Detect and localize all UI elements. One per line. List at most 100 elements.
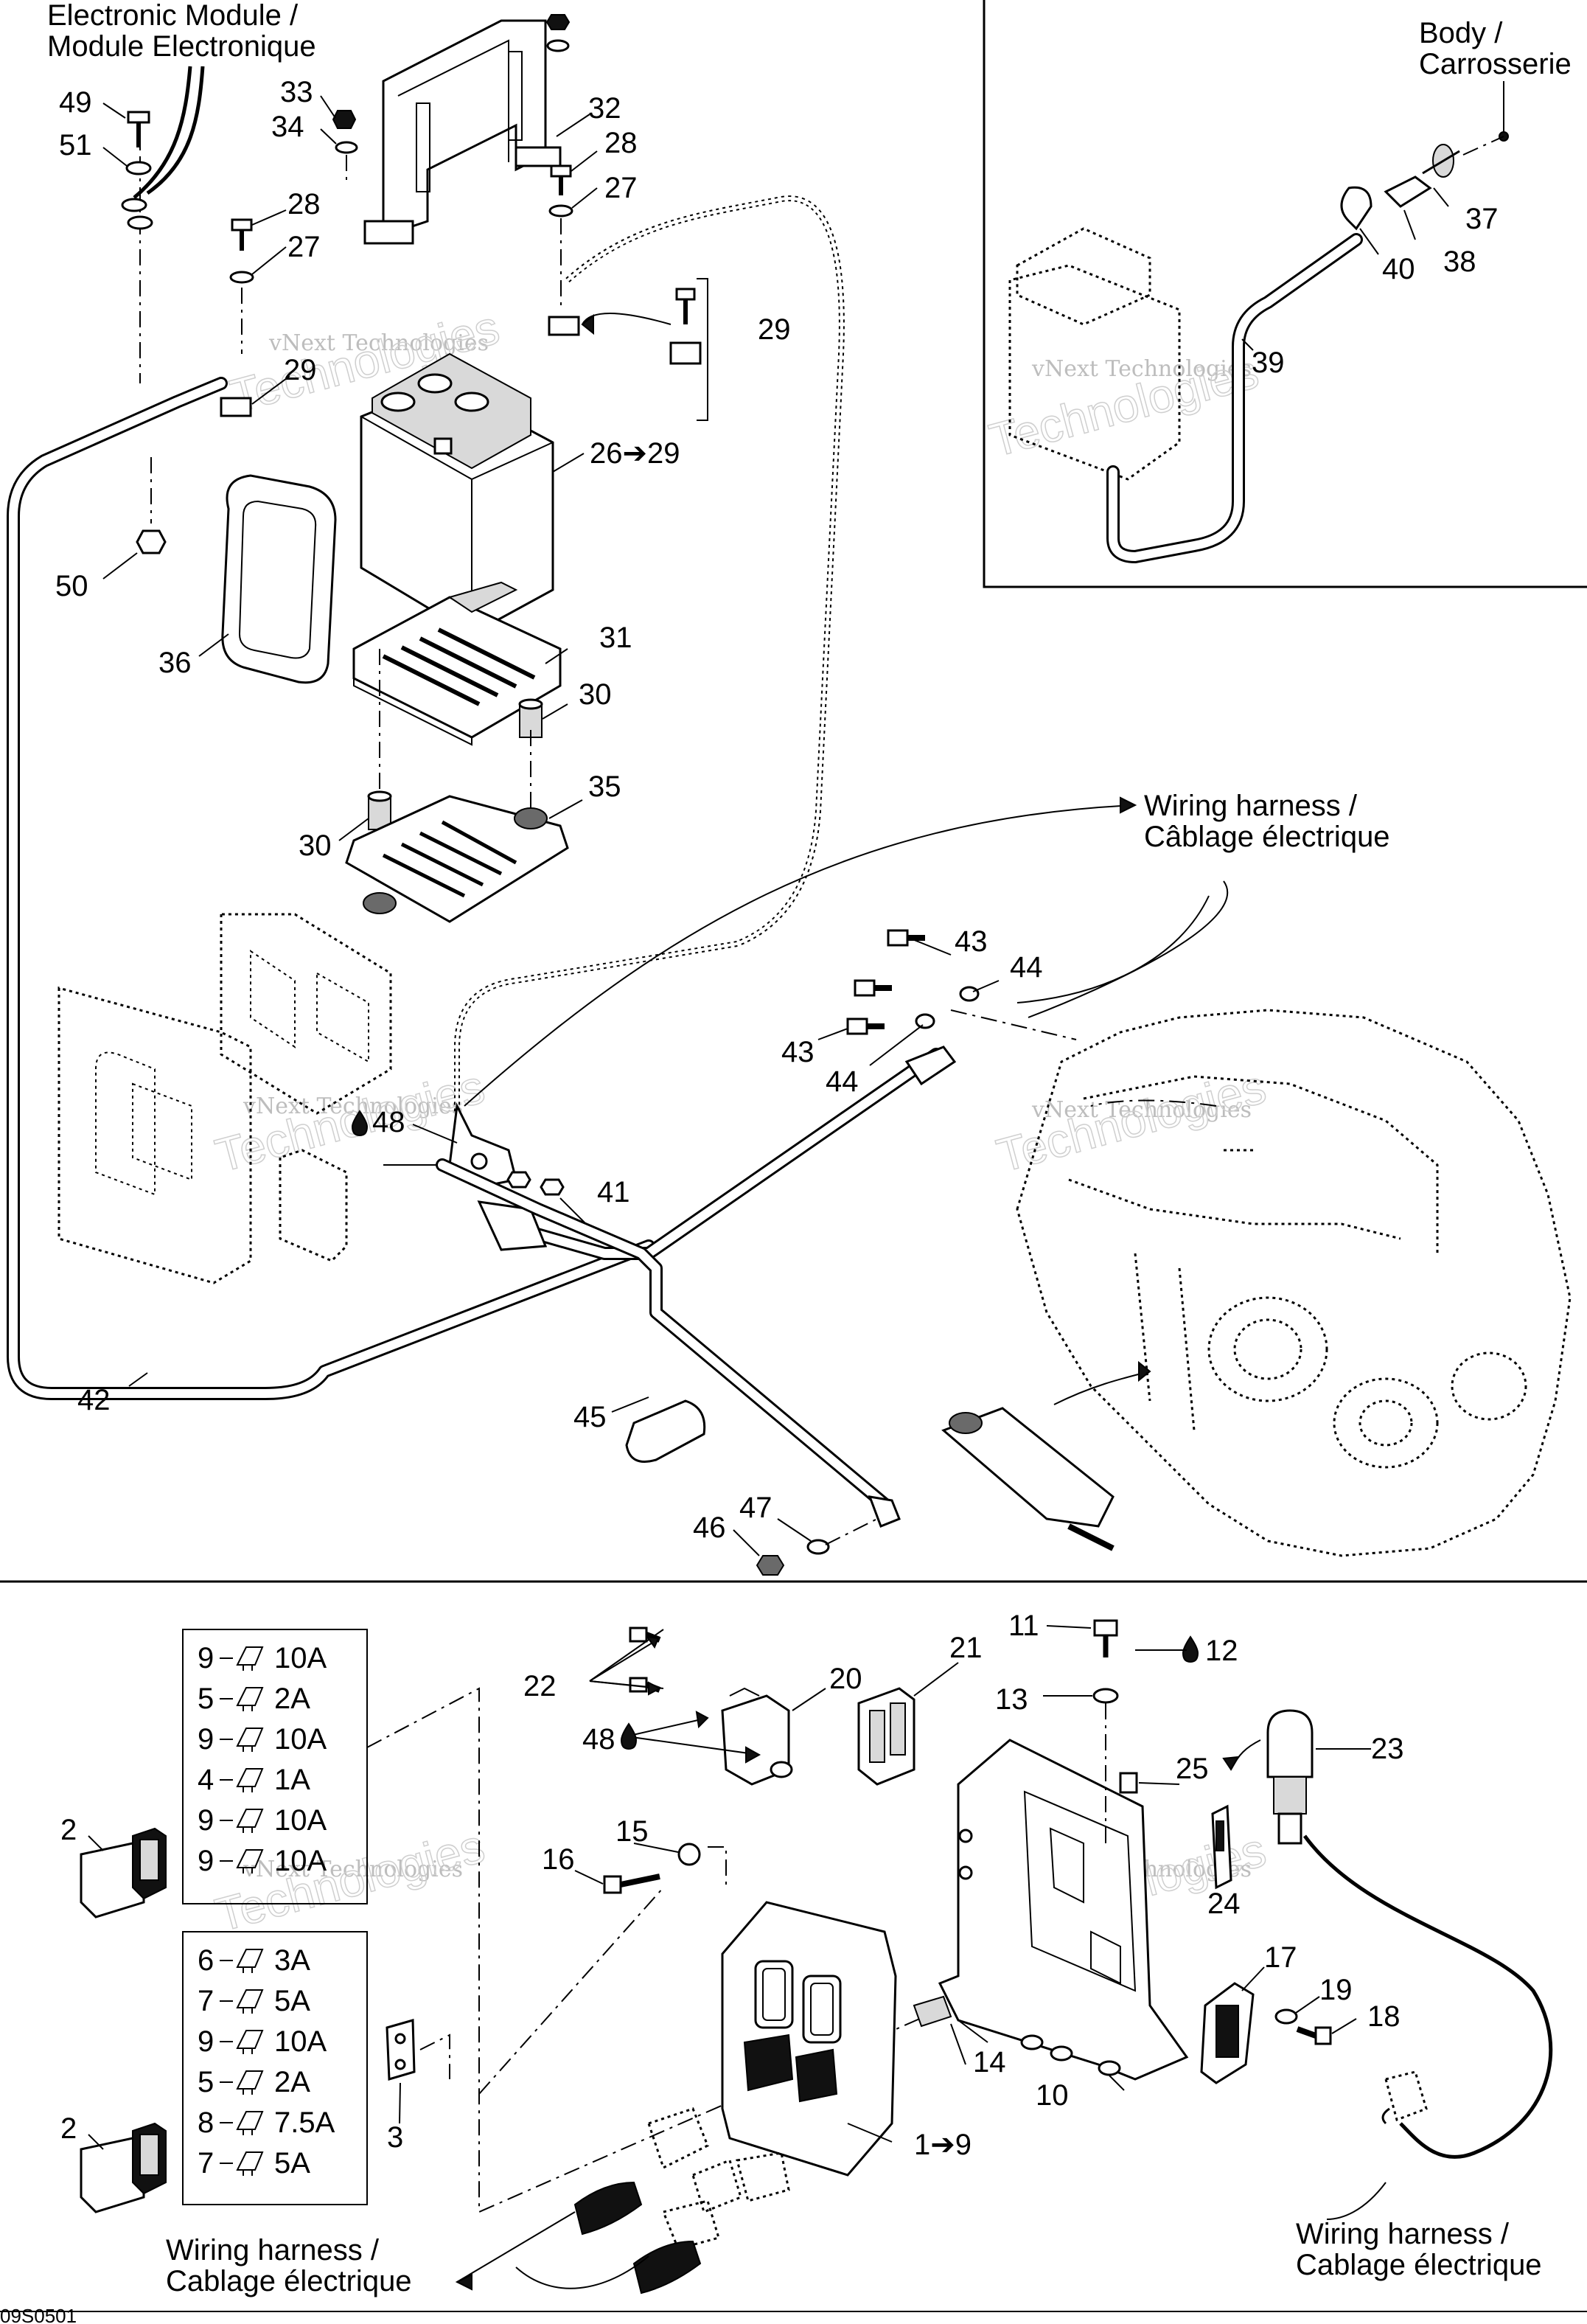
- callout-10: 10: [1036, 2079, 1069, 2112]
- fuse-position: 9: [198, 1642, 214, 1674]
- svg-text:vNext Technologies: vNext Technologies: [243, 1093, 463, 1119]
- svg-text:vNext Technologies: vNext Technologies: [1031, 356, 1252, 382]
- fuse-icon: [236, 1768, 264, 1792]
- callout-43-upper: 43: [955, 925, 988, 958]
- washer-19: [1274, 2008, 1298, 2025]
- callout-22: 22: [523, 1670, 557, 1702]
- inset-frame: [983, 0, 1587, 588]
- ring-terminals: [121, 198, 153, 230]
- callout-19: 19: [1319, 1974, 1353, 2006]
- callout-37: 37: [1465, 203, 1499, 235]
- fuse-icon: [236, 1687, 264, 1711]
- callout-35: 35: [588, 770, 621, 803]
- fuse-table-1: [182, 1629, 368, 1904]
- callout-45: 45: [573, 1401, 607, 1433]
- module-17: [1200, 1982, 1255, 2084]
- fuse-position: 6: [198, 1944, 214, 1977]
- fuse-icon: [236, 1728, 264, 1752]
- fuse-position: 9: [198, 1723, 214, 1756]
- electronic-module-label-fr: Module Electronique: [47, 30, 316, 63]
- fuse-row: 9 10A: [198, 1845, 327, 1877]
- leader-wiring: [1016, 895, 1210, 1003]
- clamp-40: [1340, 186, 1373, 231]
- callout-29-right: 29: [758, 313, 791, 346]
- callout-25: 25: [1176, 1753, 1209, 1785]
- clip-14: [913, 1995, 952, 2028]
- bolt-18: [1296, 2026, 1332, 2045]
- callout-21: 21: [949, 1632, 983, 1664]
- callout-40: 40: [1382, 253, 1415, 285]
- fuse-amperage: 10A: [274, 1845, 327, 1877]
- relay-2-upper: [80, 1827, 167, 1918]
- callout-12: 12: [1205, 1635, 1238, 1667]
- callout-44-lower: 44: [826, 1065, 859, 1098]
- fuse-amperage: 1A: [274, 1764, 310, 1796]
- washer-15: [677, 1843, 701, 1866]
- callout-51: 51: [59, 129, 92, 161]
- callout-47: 47: [739, 1492, 772, 1524]
- wiring-harness-br-fr: Cablage électrique: [1296, 2249, 1542, 2281]
- assembly-line: [1090, 1099, 1217, 1107]
- fuse-icon: [236, 1809, 264, 1833]
- nut-25: [1119, 1772, 1138, 1794]
- washer-44: [959, 986, 980, 1002]
- bolt-43-upper: [887, 929, 925, 947]
- callout-43-lower: 43: [781, 1036, 815, 1068]
- spacer-30-right: [518, 698, 543, 738]
- boot-45: [625, 1399, 706, 1463]
- washer-51: [125, 161, 152, 175]
- callout-30-right: 30: [579, 678, 612, 711]
- callout-24: 24: [1207, 1888, 1241, 1920]
- callout-38: 38: [1443, 246, 1476, 278]
- bolt-49: [127, 111, 150, 147]
- battery-cover-36: [221, 474, 337, 684]
- bolt-28-right: [548, 164, 573, 218]
- battery-26: [360, 352, 554, 636]
- callout-11: 11: [1008, 1610, 1039, 1642]
- callout-46: 46: [693, 1511, 726, 1544]
- fuse-position: 8: [198, 2106, 214, 2139]
- washer-44: [915, 1013, 935, 1029]
- fuse-icon: [236, 1989, 264, 2014]
- leader-lines: [102, 95, 1449, 1556]
- fuse-amperage: 7.5A: [274, 2106, 335, 2139]
- callout-48-bottom: 48: [582, 1723, 615, 1756]
- wiring-harness-bl-en: Wiring harness /: [166, 2234, 380, 2266]
- assembly-line: [708, 1846, 727, 1888]
- plug-21: [857, 1687, 915, 1786]
- starter-lug: [868, 1495, 901, 1528]
- callout-16: 16: [542, 1843, 575, 1876]
- callout-31: 31: [599, 622, 632, 654]
- clip-3: [386, 2019, 416, 2081]
- diagram-code: 09S0501: [0, 2305, 77, 2324]
- fuse-box-1-9: [721, 1901, 897, 2177]
- callout-28-right: 28: [604, 127, 638, 159]
- battery-support-35: [345, 795, 569, 923]
- callout-50: 50: [55, 570, 88, 602]
- fuse-icon: [236, 1849, 264, 1874]
- module-plate: [220, 913, 392, 1115]
- washer-47: [806, 1539, 830, 1555]
- fuse-icon: [236, 2030, 264, 2054]
- callout-27-right: 27: [604, 172, 638, 204]
- callout-2-upper: 2: [60, 1814, 77, 1846]
- callout-27-left: 27: [287, 231, 321, 263]
- fuse-position: 9: [198, 1845, 214, 1877]
- terminal-29-right: [548, 316, 580, 336]
- fuse-amperage: 2A: [274, 2066, 310, 2098]
- assembly-line: [1462, 136, 1504, 156]
- clip-24: [1211, 1804, 1232, 1890]
- callout-30-left: 30: [299, 829, 332, 862]
- bolt-11: [1093, 1619, 1118, 1657]
- battery-bracket-32: [363, 19, 562, 245]
- sensor-23: [1266, 1709, 1314, 1845]
- nut-50: [136, 529, 167, 554]
- callout-14: 14: [973, 2046, 1006, 2078]
- washer-13: [1092, 1688, 1119, 1704]
